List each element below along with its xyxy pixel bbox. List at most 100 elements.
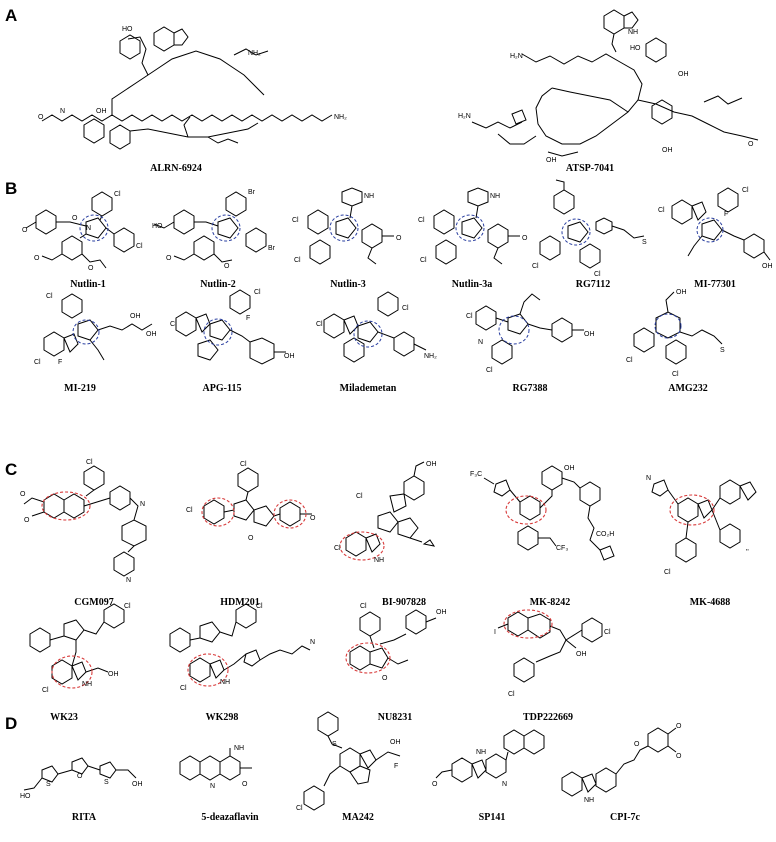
compound-caption-apg-115: APG-115 — [202, 383, 242, 394]
svg-text:F: F — [58, 359, 62, 366]
svg-text:S: S — [46, 781, 51, 788]
svg-text:NH: NH — [220, 679, 230, 686]
rita-structure: HO OH S S O — [20, 740, 143, 800]
svg-text:N: N — [502, 781, 507, 788]
svg-text:NH: NH — [476, 749, 486, 756]
atsp-7041-structure: H₂N H₂N HO OH NH OH OH O — [458, 4, 768, 164]
compound-caption-mk-8242: MK-8242 — [529, 597, 571, 608]
svg-text:Cl: Cl — [86, 459, 93, 466]
mk-4688-structure: Cl '' N — [646, 475, 774, 576]
compound-caption-alrn-6924: ALRN-6924 — [150, 163, 202, 174]
ma242-structure: OH F Cl S — [296, 712, 401, 812]
nu8231-structure: Cl OH O — [340, 603, 447, 682]
svg-text:Cl: Cl — [356, 493, 363, 500]
svg-text:OH: OH — [436, 609, 447, 616]
hdm201-structure: Cl Cl O O — [186, 461, 316, 542]
svg-text:Cl: Cl — [420, 257, 427, 264]
svg-text:Cl: Cl — [360, 603, 367, 610]
svg-text:Cl: Cl — [316, 321, 323, 328]
svg-text:O: O — [382, 675, 388, 682]
svg-text:Cl: Cl — [180, 685, 187, 692]
svg-text:Cl: Cl — [42, 687, 49, 694]
compound-caption-cpi-7c: CPI-7c — [610, 812, 640, 823]
svg-text:N: N — [210, 783, 215, 790]
sp141-structure: O NH N — [432, 728, 556, 788]
svg-text:N: N — [310, 639, 315, 646]
nutlin-1-structure: Cl Cl O O O O N — [22, 191, 143, 272]
svg-text:O: O — [24, 517, 30, 524]
svg-text:O: O — [242, 781, 248, 788]
bi-907828-structure: OH Cl Cl NH — [334, 461, 437, 564]
apg-115-structure: Cl Cl F OH — [170, 289, 295, 380]
svg-text:Cl: Cl — [672, 371, 679, 378]
svg-text:Cl: Cl — [486, 367, 493, 374]
milademetan-structure: Cl Cl NH₂ — [316, 290, 437, 380]
svg-text:NH: NH — [628, 29, 638, 36]
svg-text:S: S — [720, 347, 725, 354]
svg-text:Cl: Cl — [508, 691, 515, 698]
compound-caption-cgm097: CGM097 — [74, 597, 114, 608]
svg-text:F₃C: F₃C — [470, 471, 482, 478]
compound-caption-mi-219: MI-219 — [64, 383, 96, 394]
svg-text:O: O — [166, 255, 172, 262]
svg-text:NH₂: NH₂ — [248, 50, 261, 57]
svg-text:I: I — [494, 629, 496, 636]
svg-text:OH: OH — [678, 71, 689, 78]
svg-text:Cl: Cl — [594, 271, 601, 278]
compound-caption-nutlin-3a: Nutlin-3a — [451, 279, 493, 290]
svg-text:NH: NH — [364, 193, 374, 200]
svg-text:HO: HO — [152, 223, 163, 230]
compound-caption-hdm201: HDM201 — [220, 597, 260, 608]
svg-text:O: O — [248, 535, 254, 542]
svg-text:O: O — [72, 215, 78, 222]
compound-caption-sp141: SP141 — [478, 812, 506, 823]
svg-text:OH: OH — [576, 651, 587, 658]
rg7388-structure: Cl Cl OH N — [466, 288, 595, 374]
compound-caption-tdp222669: TDP222669 — [523, 712, 573, 723]
svg-text:Cl: Cl — [402, 305, 409, 312]
svg-text:Cl: Cl — [334, 545, 341, 552]
compound-caption-nutlin-2: Nutlin-2 — [200, 279, 236, 290]
svg-text:OH: OH — [146, 331, 157, 338]
svg-text:F: F — [246, 315, 250, 322]
svg-text:NH: NH — [490, 193, 500, 200]
svg-text:O: O — [38, 114, 44, 121]
svg-text:HO: HO — [20, 793, 31, 800]
svg-text:Cl: Cl — [294, 257, 301, 264]
tdp222669-structure: I Cl Cl OH — [494, 604, 611, 698]
svg-text:N: N — [646, 475, 651, 482]
svg-text:HO: HO — [630, 45, 641, 52]
svg-text:O: O — [676, 723, 682, 730]
svg-text:OH: OH — [284, 353, 295, 360]
svg-text:OH: OH — [132, 781, 143, 788]
svg-text:O: O — [20, 491, 26, 498]
compound-caption-mk-4688: MK-4688 — [689, 597, 731, 608]
svg-text:NH₂: NH₂ — [424, 353, 437, 360]
svg-text:OH: OH — [96, 108, 107, 115]
compound-caption-atsp-7041: ATSP-7041 — [565, 163, 615, 174]
svg-text:Br: Br — [248, 189, 256, 196]
svg-text:CO₂H: CO₂H — [596, 531, 614, 538]
compound-caption-nu8231: NU8231 — [377, 712, 413, 723]
svg-text:Cl: Cl — [34, 359, 41, 366]
svg-text:OH: OH — [390, 739, 401, 746]
compound-caption-ma242: MA242 — [342, 812, 374, 823]
wk23-structure: Cl Cl OH NH — [20, 603, 131, 694]
svg-text:S: S — [104, 779, 109, 786]
svg-text:O: O — [22, 227, 28, 234]
svg-text:Cl: Cl — [170, 321, 177, 328]
compound-caption-wk23: WK23 — [50, 712, 78, 723]
svg-text:OH: OH — [762, 263, 773, 270]
amg232-structure: OH Cl Cl S — [626, 289, 725, 378]
svg-text:Cl: Cl — [256, 603, 263, 610]
compound-caption-rita: RITA — [71, 812, 97, 823]
svg-text:Cl: Cl — [186, 507, 193, 514]
compound-caption-rg7112: RG7112 — [575, 279, 611, 290]
svg-text:N: N — [478, 339, 483, 346]
svg-text:N: N — [140, 501, 145, 508]
svg-text:Cl: Cl — [418, 217, 425, 224]
svg-text:H₂N: H₂N — [458, 113, 471, 120]
mk-8242-structure: F₃C OH CF₃ CO₂H — [470, 465, 630, 586]
svg-text:O: O — [432, 781, 438, 788]
svg-text:NH: NH — [234, 745, 244, 752]
